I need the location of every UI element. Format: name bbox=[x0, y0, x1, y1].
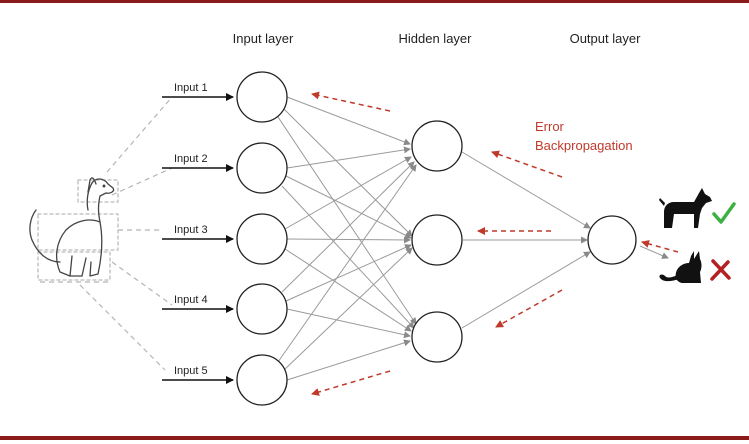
backpropagation-arrows bbox=[311, 91, 679, 396]
hidden-nodes bbox=[411, 120, 463, 363]
input-hidden-connections bbox=[277, 96, 417, 381]
error-label-line2: Backpropagation bbox=[535, 138, 633, 153]
input-node-5 bbox=[236, 354, 288, 406]
hidden-layer-title: Hidden layer bbox=[399, 31, 473, 46]
hidden-node-2 bbox=[411, 214, 463, 266]
output-layer-title: Output layer bbox=[570, 31, 641, 46]
input-node-4 bbox=[236, 283, 288, 335]
input-node-3 bbox=[236, 213, 288, 265]
input-layer-title: Input layer bbox=[233, 31, 294, 46]
input-arrows bbox=[162, 93, 234, 384]
input-label-1: Input 1 bbox=[174, 82, 208, 94]
hidden-node-3 bbox=[411, 311, 463, 363]
hidden-output-connections bbox=[461, 151, 591, 329]
input-label-2: Input 2 bbox=[174, 153, 208, 165]
check-icon bbox=[712, 202, 736, 224]
input-nodes bbox=[236, 71, 288, 406]
cross-icon bbox=[710, 259, 731, 281]
cat-silhouette-icon bbox=[659, 251, 702, 283]
frame-top-border bbox=[0, 0, 749, 3]
dog-sketch-icon bbox=[29, 177, 119, 281]
frame-bottom-border bbox=[0, 436, 749, 440]
output-class-connections bbox=[639, 245, 669, 259]
input-label-5: Input 5 bbox=[174, 365, 208, 377]
hidden-node-1 bbox=[411, 120, 463, 172]
input-node-1 bbox=[236, 71, 288, 123]
input-label-3: Input 3 bbox=[174, 224, 208, 236]
error-label-line1: Error bbox=[535, 119, 565, 134]
input-node-2 bbox=[236, 142, 288, 194]
input-label-4: Input 4 bbox=[174, 294, 208, 306]
image-guide-lines bbox=[40, 96, 173, 371]
dog-silhouette-icon bbox=[659, 188, 712, 228]
output-node bbox=[587, 215, 637, 265]
